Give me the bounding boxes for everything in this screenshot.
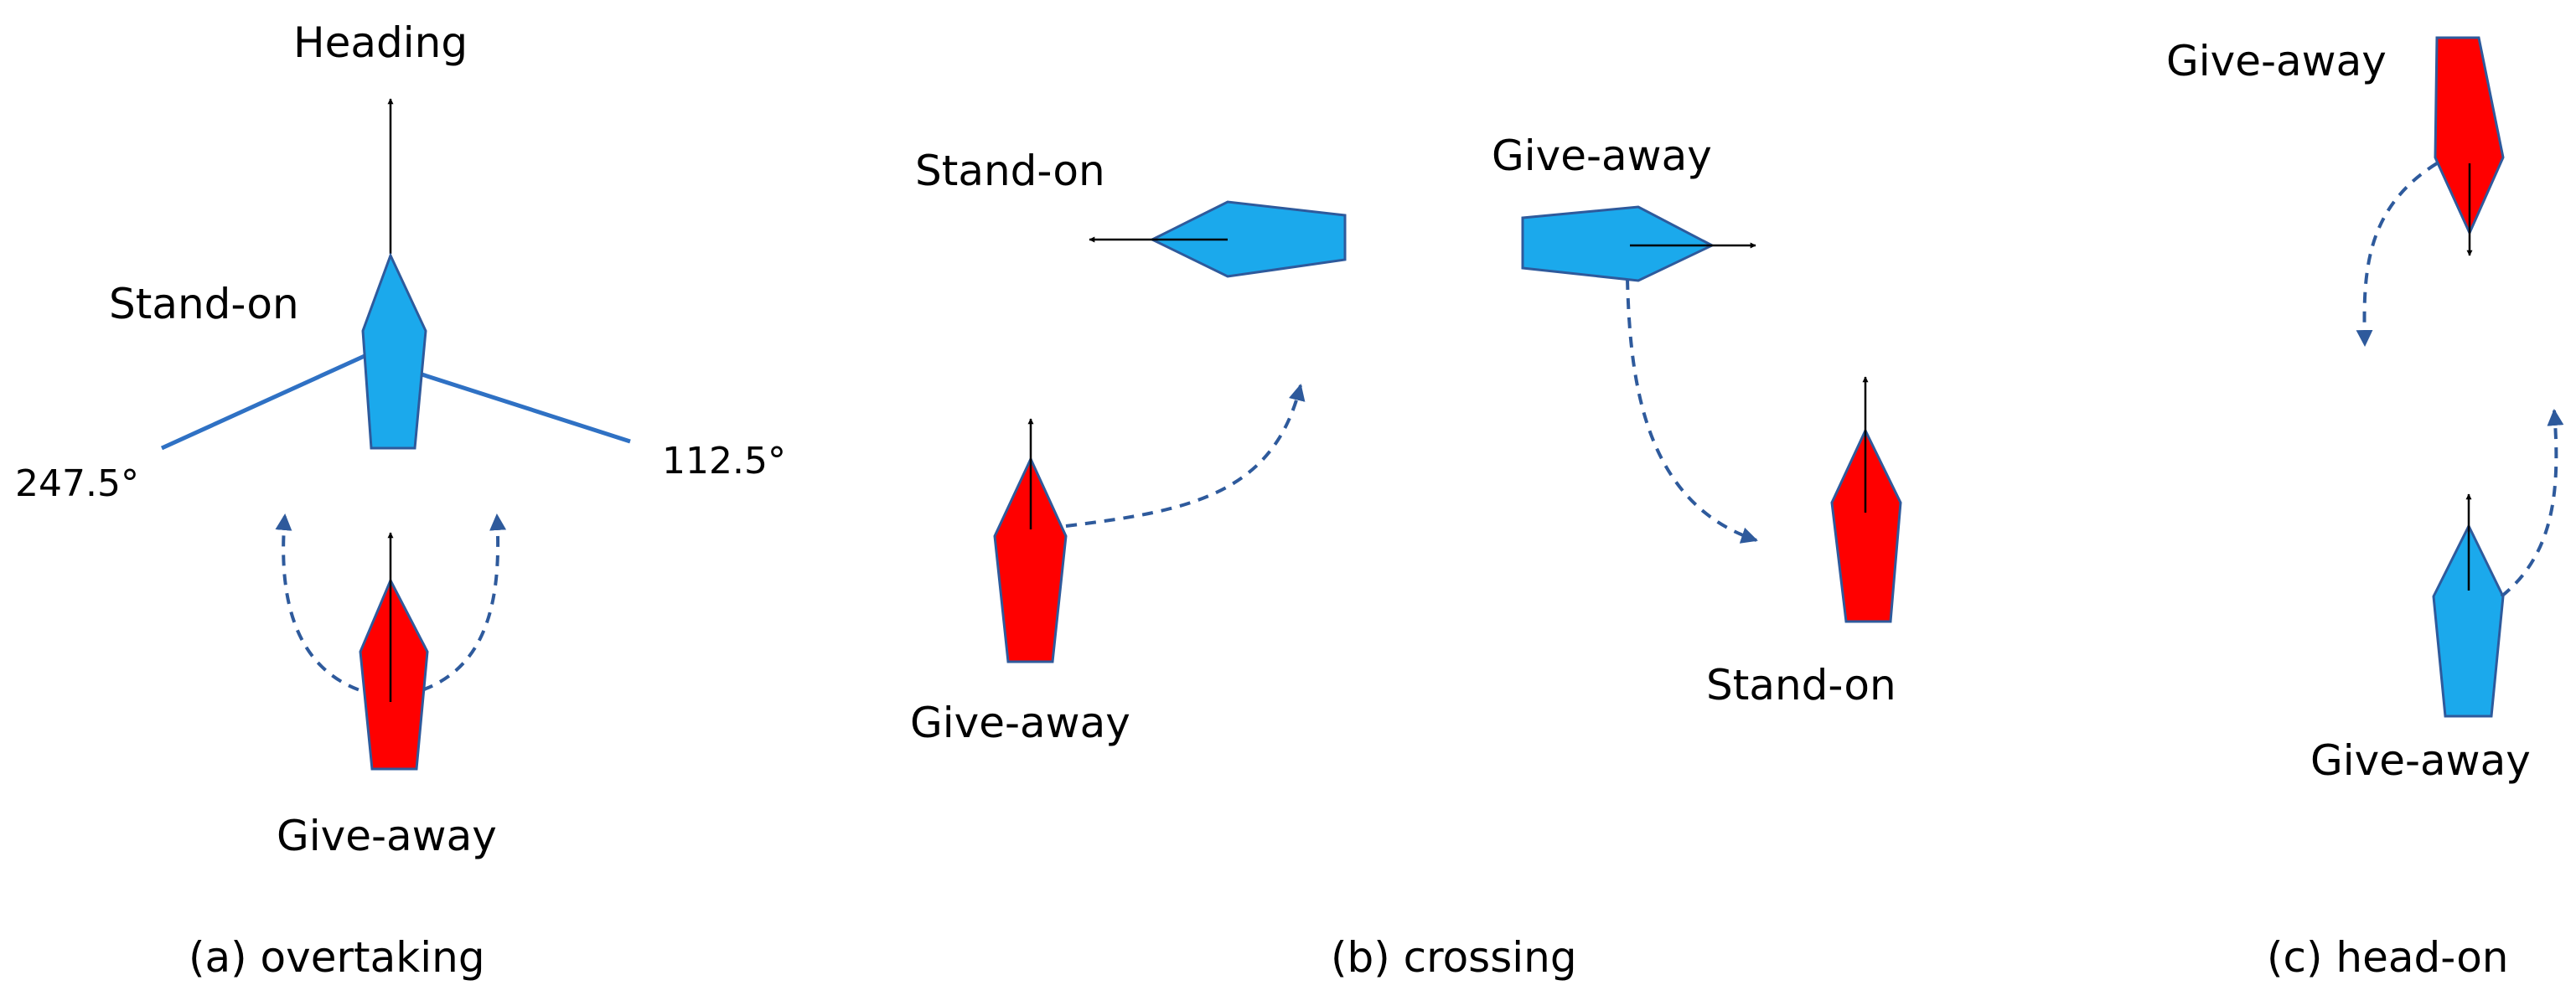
angle-right-label: 112.5° [662,440,786,482]
panel-head-on: Give-away Give-away (c) head-on [2166,36,2564,982]
overtaking-track-left [275,513,378,697]
caption-head-on: (c) head-on [2267,933,2508,982]
give-away-ship-crossing-right [1521,205,1715,282]
head-on-track-bottom [2500,409,2564,598]
give-away-label-crossing-top: Give-away [1492,132,1712,180]
give-away-ship-head-on-top [2434,36,2505,236]
stand-on-ship-crossing-right [1830,427,1902,623]
crossing-track-left [1065,384,1306,528]
give-away-label-head-on-top: Give-away [2166,37,2387,85]
give-away-ship-crossing-left [993,456,1068,663]
heading-label: Heading [293,18,468,67]
crossing-track-right [1626,278,1758,544]
give-away-ship-head-on-bottom [2432,523,2505,718]
overtaking-track-right [403,513,507,697]
give-away-label-overtaking: Give-away [277,812,497,860]
stand-on-ship-crossing-left [1149,200,1347,278]
panel-overtaking: Heading Stand-on 247.5° 112.5° Give-away… [15,18,786,982]
caption-overtaking: (a) overtaking [189,933,485,982]
give-away-label-head-on-bottom: Give-away [2310,736,2531,785]
sector-line-left [160,353,366,451]
head-on-track-top [2356,162,2439,347]
panel-crossing: Stand-on Give-away Give-away Stand-on (b… [910,132,1902,982]
caption-crossing: (b) crossing [1331,933,1577,982]
stand-on-label-crossing-top: Stand-on [915,147,1105,195]
give-away-ship-overtaking [359,577,429,771]
angle-left-label: 247.5° [15,462,139,505]
stand-on-label-overtaking: Stand-on [109,280,299,328]
stand-on-ship-overtaking [361,252,427,450]
give-away-label-crossing-bottom: Give-away [910,699,1130,747]
stand-on-label-crossing-bottom: Stand-on [1706,661,1896,709]
